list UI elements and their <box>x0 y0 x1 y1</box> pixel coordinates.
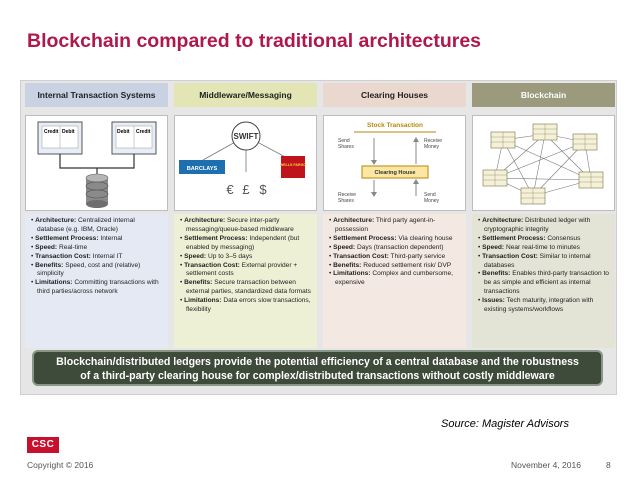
svg-text:Shares: Shares <box>338 144 354 150</box>
bullet-cost: Transaction Cost: Similar to internal da… <box>478 253 610 271</box>
ledger-node <box>578 171 604 189</box>
svg-text:Clearing House: Clearing House <box>374 170 415 176</box>
barclays-logo: BARCLAYS <box>179 160 225 174</box>
banner-line-1: Blockchain/distributed ledgers provide t… <box>56 356 579 368</box>
bullet-speed: Speed: Near real-time to minutes <box>478 244 610 253</box>
ledger-node <box>572 133 598 151</box>
bullet-architecture: Architecture: Centralized internal datab… <box>31 217 163 235</box>
database-icon <box>85 173 109 208</box>
ledger-node <box>520 187 546 205</box>
column-middleware-messaging: Middleware/Messaging SWIFT BARCLAYS WELL… <box>174 83 317 348</box>
bullet-cost: Transaction Cost: Internal IT <box>31 253 163 262</box>
wells-fargo-logo: WELLS FARGO <box>280 156 307 178</box>
clearing-house-box: Clearing House <box>361 165 429 179</box>
dollar-symbol: $ <box>259 182 267 197</box>
bullet-limitations: Limitations: Committing transactions wit… <box>31 279 163 297</box>
slide-title: Blockchain compared to traditional archi… <box>27 30 482 52</box>
ledger-node <box>532 123 558 141</box>
column-clearing-houses: Clearing Houses Stock Transaction Send S… <box>323 83 466 348</box>
svg-text:Receive: Receive <box>338 192 356 198</box>
column-blockchain: Blockchain <box>472 83 615 348</box>
svg-text:BARCLAYS: BARCLAYS <box>187 166 218 172</box>
bullet-benefits: Benefits: Speed, cost and (relative) sim… <box>31 262 163 280</box>
middleware-illustration: SWIFT BARCLAYS WELLS FARGO € £ $ <box>174 115 317 211</box>
column-details: Architecture: Secure inter-party messagi… <box>174 214 317 348</box>
copyright-text: Copyright © 2016 <box>27 460 94 470</box>
column-heading: Blockchain <box>472 83 615 107</box>
svg-text:Shares: Shares <box>338 198 354 204</box>
column-internal-transaction-systems: Internal Transaction Systems Credit Debi… <box>25 83 168 348</box>
network-diagram: Credit Debit Debit Credit <box>37 121 157 208</box>
ledger-node <box>490 131 516 149</box>
footer-date: November 4, 2016 <box>511 460 581 470</box>
column-details: Architecture: Centralized internal datab… <box>25 214 168 348</box>
column-details: Architecture: Distributed ledger with cr… <box>472 214 615 348</box>
bullet-benefits: Benefits: Enables third-party transactio… <box>478 270 610 297</box>
svg-text:SWIFT: SWIFT <box>234 132 259 141</box>
swift-logo: SWIFT <box>231 121 261 151</box>
internal-systems-illustration: Credit Debit Debit Credit <box>25 115 168 211</box>
bullet-benefits: Benefits: Secure transaction between ext… <box>180 279 312 297</box>
credit-label: Credit <box>44 129 59 135</box>
svg-text:Send: Send <box>338 138 350 144</box>
svg-text:Send: Send <box>424 192 436 198</box>
bullet-settlement: Settlement Process: Internal <box>31 235 163 244</box>
debit-label: Debit <box>62 129 75 135</box>
bullet-limitations: Limitations: Data errors slow transactio… <box>180 297 312 315</box>
bullet-settlement: Settlement Process: Independent (but ena… <box>180 235 312 253</box>
source-citation: Source: Magister Advisors <box>441 418 569 430</box>
bullet-architecture: Architecture: Distributed ledger with cr… <box>478 217 610 235</box>
bullet-architecture: Architecture: Third party agent-in-posse… <box>329 217 461 235</box>
page-number: 8 <box>606 460 611 470</box>
svg-text:Money: Money <box>424 198 440 204</box>
distributed-ledger-diagram <box>482 123 604 205</box>
banner-line-2: of a third-party clearing house for comp… <box>80 370 555 382</box>
bullet-speed: Speed: Real-time <box>31 244 163 253</box>
bullet-cost: Transaction Cost: Third-party service <box>329 253 461 262</box>
column-details: Architecture: Third party agent-in-posse… <box>323 214 466 348</box>
svg-text:WELLS FARGO: WELLS FARGO <box>280 163 307 167</box>
euro-symbol: € <box>226 182 234 197</box>
bullet-architecture: Architecture: Secure inter-party messagi… <box>180 217 312 235</box>
clearing-diagram: Stock Transaction Send Shares Receive Mo… <box>338 122 442 204</box>
clearing-house-illustration: Stock Transaction Send Shares Receive Mo… <box>323 115 466 211</box>
bullet-cost: Transaction Cost: External provider + se… <box>180 262 312 280</box>
debit-label: Debit <box>117 129 130 135</box>
column-heading: Clearing Houses <box>323 83 466 107</box>
credit-label: Credit <box>136 129 151 135</box>
csc-logo: CSC <box>27 437 59 453</box>
bullet-issues: Issues: Tech maturity, integration with … <box>478 297 610 315</box>
pound-symbol: £ <box>242 182 250 197</box>
blockchain-illustration <box>472 115 615 211</box>
bullet-speed: Speed: Up to 3–5 days <box>180 253 312 262</box>
stock-transaction-label: Stock Transaction <box>367 122 423 129</box>
column-heading: Internal Transaction Systems <box>25 83 168 107</box>
messaging-diagram: SWIFT BARCLAYS WELLS FARGO € £ $ <box>179 121 307 197</box>
svg-text:Receive: Receive <box>424 138 442 144</box>
ledger-node <box>482 169 508 187</box>
bullet-benefits: Benefits: Reduced settlement risk/ DVP <box>329 262 461 271</box>
bullet-settlement: Settlement Process: Consensus <box>478 235 610 244</box>
bullet-limitations: Limitations: Complex and cumbersome, exp… <box>329 270 461 288</box>
column-heading: Middleware/Messaging <box>174 83 317 107</box>
summary-banner: Blockchain/distributed ledgers provide t… <box>32 350 603 386</box>
bullet-speed: Speed: Days (transaction dependent) <box>329 244 461 253</box>
svg-text:Money: Money <box>424 144 440 150</box>
bullet-settlement: Settlement Process: Via clearing house <box>329 235 461 244</box>
